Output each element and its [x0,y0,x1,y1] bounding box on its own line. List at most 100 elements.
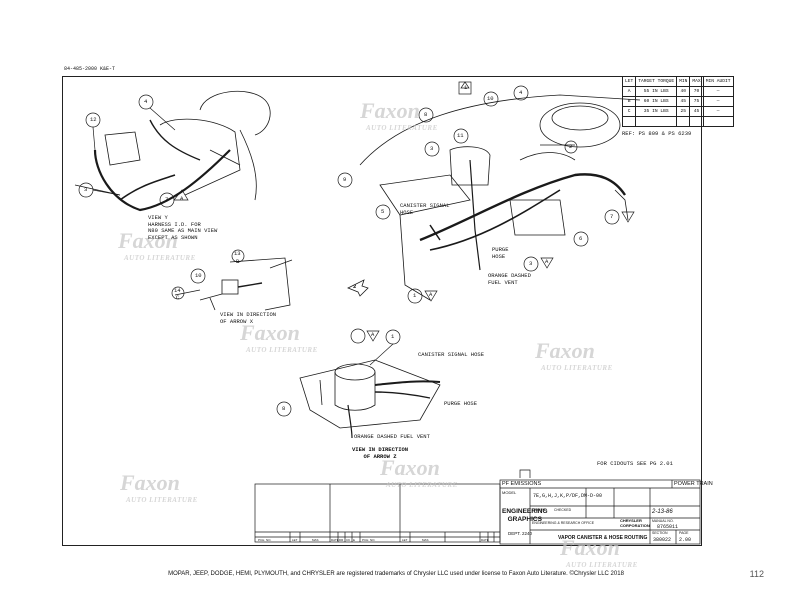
callout-number: 10 [487,95,494,102]
rev-col-label: PCH. NO. [258,538,272,542]
table-cell: 45 [676,96,691,107]
callout-letter: A [545,258,549,265]
table-cell: 35 IN LBS [635,106,678,117]
drawing-title: VAPOR CANISTER & HOSE ROUTING [558,535,648,541]
rev-col-label: PCH. NO. [362,538,376,542]
section-number: 380022 [653,537,672,543]
callout-number: 10 [195,272,202,279]
power-train: POWER TRAIN [674,481,713,487]
fuel-vent-label: ORANGE DASHED FUEL VENT [488,272,531,286]
table-cell: C [621,106,637,117]
table-cell: — [702,96,734,107]
drawing-date: 2-13-86 [652,509,673,515]
sheet-page-number: 2.00 [679,537,692,543]
callout-number: 12 [90,116,97,123]
chrysler-logo-text: CHRYSLER CORPORATION [620,518,650,528]
callout-number: 7 [165,196,169,203]
document-number: 84-485-2000 K&E-T [64,66,116,72]
table-cell: 40 [676,86,691,97]
callout-number: 1 [391,333,395,340]
callout-number: 3 [84,186,88,193]
torque-table: LET TARGET TORQUE MIN MAX MIN AUDIT A 55… [621,76,734,127]
view-x-label: VIEW IN DIRECTION OF ARROW X [220,311,277,325]
table-cell: 25 [676,106,691,117]
table-cell: 45 [689,106,704,117]
rev-col-label: MAS [422,538,429,542]
callout-number: 9 [343,176,347,183]
page-label: PAGE [679,531,689,535]
header-cell: MIN AUDIT [702,76,734,87]
table-cell: 55 IN LBS [635,86,678,97]
table-row [621,116,734,127]
section-label: SECTION [652,531,668,535]
table-cell: — [702,86,734,97]
callout-number: 13 [234,250,241,257]
checked-label: CHECKED [554,508,572,512]
rev-col-label: MAS [312,538,319,542]
callout-letter: A [429,291,433,298]
header-cell: LET [621,76,637,87]
trademark-footer: MOPAR, JEEP, DODGE, HEMI, PLYMOUTH, and … [168,571,624,577]
rev-col-label: LET [402,538,408,542]
table-cell: 70 [689,86,704,97]
drawn-label: DRAWN [532,508,546,512]
table-cell [676,116,691,127]
callout-letter: C [176,294,180,301]
engine-view-y [74,90,271,212]
callout-letter: A [180,195,184,202]
pf-emissions: PF EMISSIONS [502,481,542,487]
rev-col-label: E [353,538,356,542]
rev-col-label: CK [346,538,351,542]
callout-number: 8 [282,405,286,412]
title-block-lines [254,469,701,545]
callout-number: 3 [529,260,533,267]
callout-number: 2 [569,143,573,150]
header-cell: TARGET TORQUE [635,76,678,87]
callout-number: 1 [464,84,468,91]
table-cell [689,116,704,127]
torque-reference: REF: PS 809 & PS 6239 [622,130,692,137]
callout-number: 1 [413,292,417,299]
arrow-label: 2 [353,283,357,290]
table-cell: A [621,86,637,97]
rev-col-label: LET [292,538,298,542]
callout-number: 8 [424,111,428,118]
callout-number: 14 [174,287,181,294]
page-number: 112 [749,569,764,579]
table-cell: — [702,106,734,117]
eng-research-office: ENGINEERING & RESEARCH OFFICE [532,521,595,525]
model-label: MODEL [502,490,517,495]
callout-number: 4 [144,98,148,105]
table-row: A 55 IN LBS 40 70 — [621,86,734,97]
view-y-label: VIEW Y HARNESS I.D. FOR N80 SAME AS MAIN… [148,214,218,241]
table-cell [635,116,678,127]
callout-number: 7 [610,213,614,220]
purge-hose-label: PURGE HOSE [444,400,478,407]
table-cell: 60 IN LBS [635,96,678,107]
manual-no-label: MANUAL NO. [652,519,674,523]
rev-col-label: DATE [481,538,489,542]
manual-number: 8765011 [657,524,679,530]
table-row: B 60 IN LBS 45 75 — [621,96,734,107]
callout-number: 6 [579,235,583,242]
model-value: 7E,G,H,J,K,P/DF,DM-D-00 [533,493,603,499]
callout-number: 3 [430,145,434,152]
company-name: ENGINEERING GRAPHICS [502,508,548,523]
department: DEPT. 2240 [508,531,533,536]
view-z-label: VIEW IN DIRECTION OF ARROW Z [352,446,409,460]
canister-view-z [299,359,441,439]
table-row: C 35 IN LBS 25 45 — [621,106,734,117]
callout-number: 4 [519,89,523,96]
view-x-detail [174,257,293,311]
callout-number: 5 [381,208,385,215]
table-cell [702,116,734,127]
canister-signal-hose-label: CANISTER SIGNAL HOSE [400,202,450,216]
fuel-vent-label: ORANGE DASHED FUEL VENT [354,433,430,440]
